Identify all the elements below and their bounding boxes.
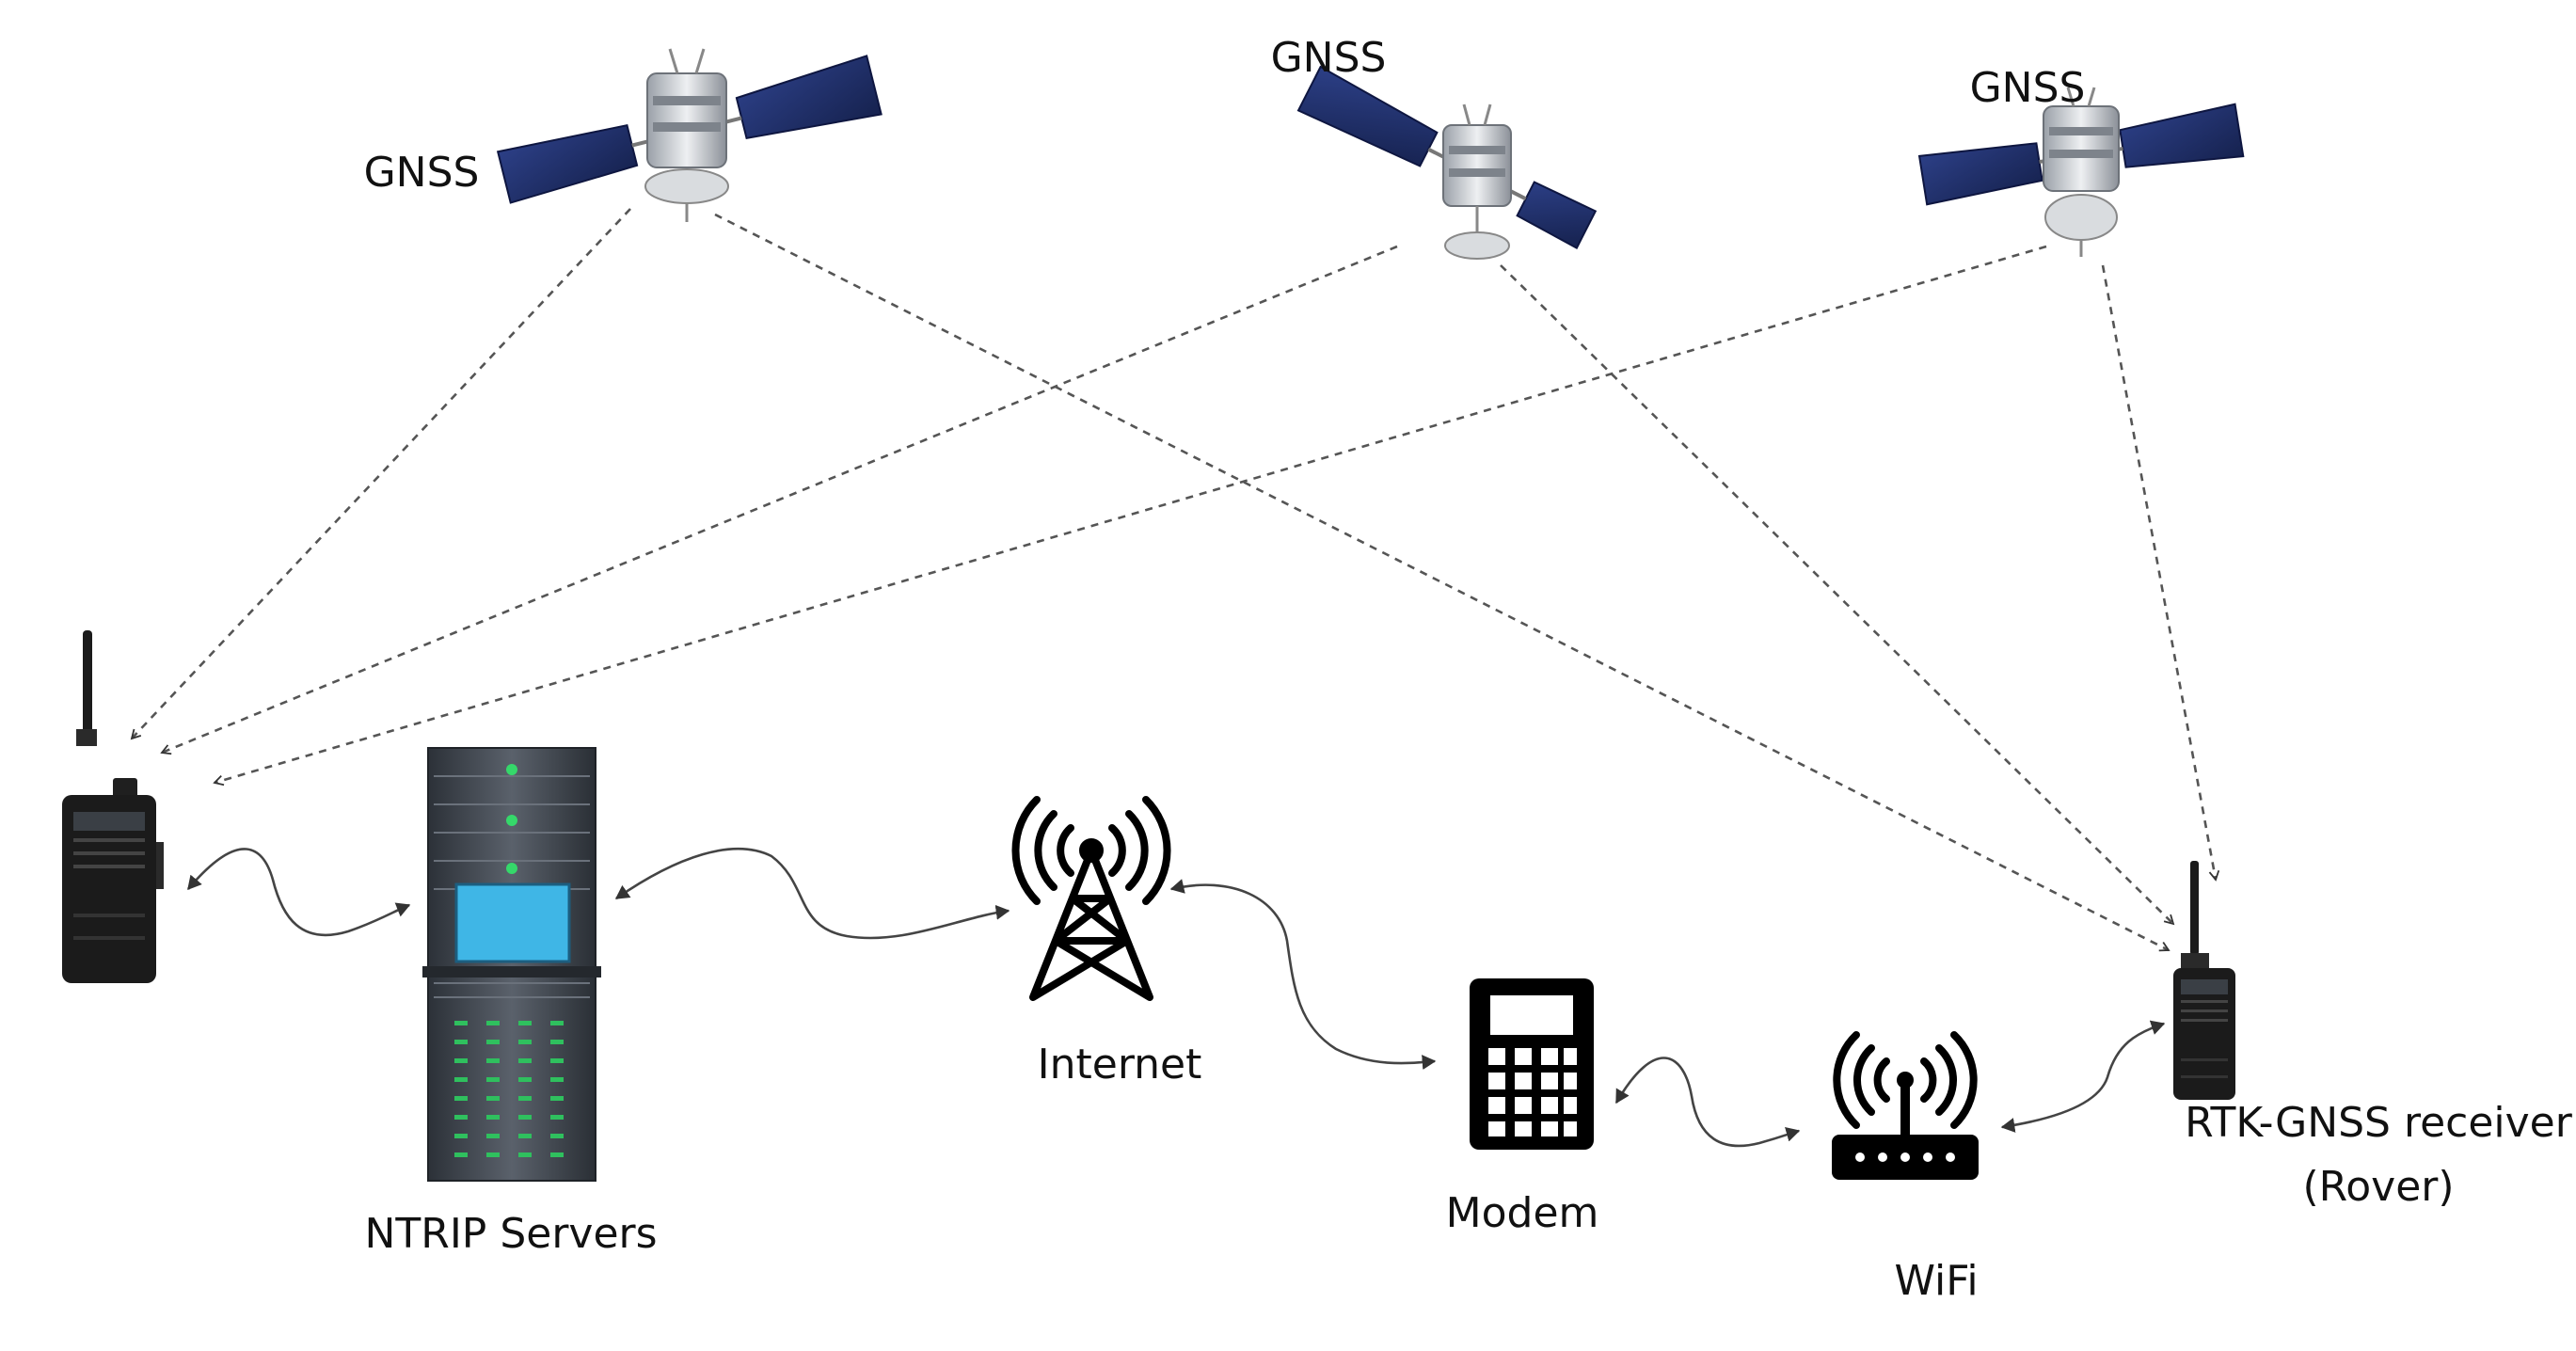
gnss-label-1: GNSS xyxy=(363,149,480,197)
modem-label: Modem xyxy=(1445,1189,1599,1237)
signal-sat3-to-base xyxy=(213,245,2047,787)
signal-sat1-to-rover xyxy=(714,213,2171,952)
wifi-router-icon xyxy=(1832,1031,1979,1180)
solar-panel-left xyxy=(1917,142,2043,206)
base-station-radio xyxy=(62,630,164,983)
satellite-dish xyxy=(1444,231,1510,260)
solar-panel-left xyxy=(1296,65,1439,167)
gnss-signal-lines xyxy=(130,208,2220,952)
gnss-satellite-1 xyxy=(496,48,883,222)
ntrip-server-icon xyxy=(422,747,601,1182)
gnss-satellite-2 xyxy=(1296,65,1598,260)
signal-sat2-to-base xyxy=(160,245,1398,755)
internet-tower-icon xyxy=(1011,796,1171,1001)
gnss-label-3: GNSS xyxy=(1969,64,2086,112)
signal-sat3-to-rover xyxy=(2101,264,2220,882)
link-modem-to-wifi xyxy=(1614,1057,1801,1148)
satellite-body xyxy=(2043,105,2120,192)
link-internet-to-modem xyxy=(1169,879,1437,1071)
rover-radio xyxy=(2173,861,2235,1100)
server-led xyxy=(506,764,517,775)
ntrip-servers-label: NTRIP Servers xyxy=(364,1210,658,1258)
modem-icon xyxy=(1470,978,1594,1150)
signal-sat2-to-rover xyxy=(1500,264,2175,926)
signal-sat1-to-base xyxy=(130,208,631,740)
server-drive-bays xyxy=(454,1021,564,1157)
rover-label-line2: (Rover) xyxy=(2302,1163,2455,1211)
satellite-dish xyxy=(2044,194,2118,241)
gnss-satellite-3 xyxy=(1917,87,2245,257)
wifi-label: WiFi xyxy=(1894,1257,1979,1305)
solar-panel-right xyxy=(1516,181,1598,249)
server-led xyxy=(506,815,517,826)
solar-panel-right xyxy=(735,55,883,139)
solar-panel-left xyxy=(496,123,639,204)
solar-panel-right xyxy=(2119,103,2245,168)
rover-label-line1: RTK-GNSS receiver xyxy=(2185,1099,2572,1147)
link-server-to-internet xyxy=(614,848,1010,940)
internet-label: Internet xyxy=(1037,1041,1202,1089)
data-link-lines xyxy=(187,848,2166,1148)
link-base-to-server xyxy=(187,848,411,937)
server-led xyxy=(506,863,517,874)
gnss-label-2: GNSS xyxy=(1270,34,1387,82)
link-wifi-to-rover xyxy=(2000,1020,2166,1133)
server-screen xyxy=(454,882,571,963)
satellite-dish xyxy=(644,168,729,204)
satellite-body xyxy=(1442,124,1512,207)
satellite-body xyxy=(646,72,727,168)
